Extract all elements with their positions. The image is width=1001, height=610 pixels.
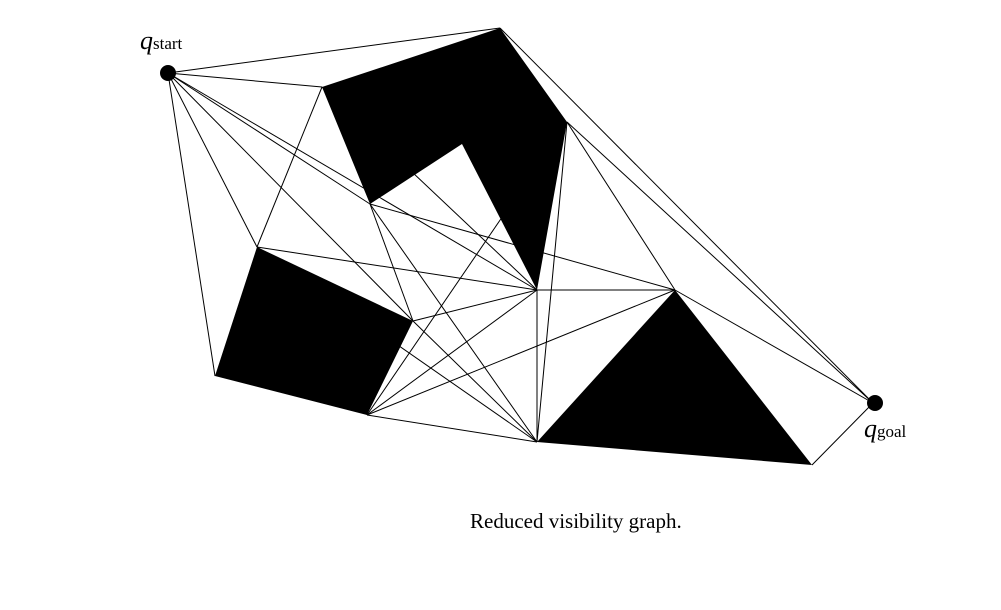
obstacle-left-square bbox=[215, 247, 413, 415]
start-point bbox=[160, 65, 176, 81]
goal-symbol: q bbox=[864, 414, 877, 443]
goal-subscript: goal bbox=[877, 422, 907, 441]
obstacle-triangle bbox=[537, 290, 812, 465]
goal-label: qgoal bbox=[864, 414, 906, 444]
figure-caption: Reduced visibility graph. bbox=[470, 509, 682, 533]
obstacle-top bbox=[322, 28, 567, 290]
graph-edges bbox=[167, 27, 874, 466]
start-symbol: q bbox=[140, 26, 153, 55]
start-subscript: start bbox=[153, 34, 183, 53]
start-label: qstart bbox=[140, 26, 182, 56]
goal-point bbox=[867, 395, 883, 411]
